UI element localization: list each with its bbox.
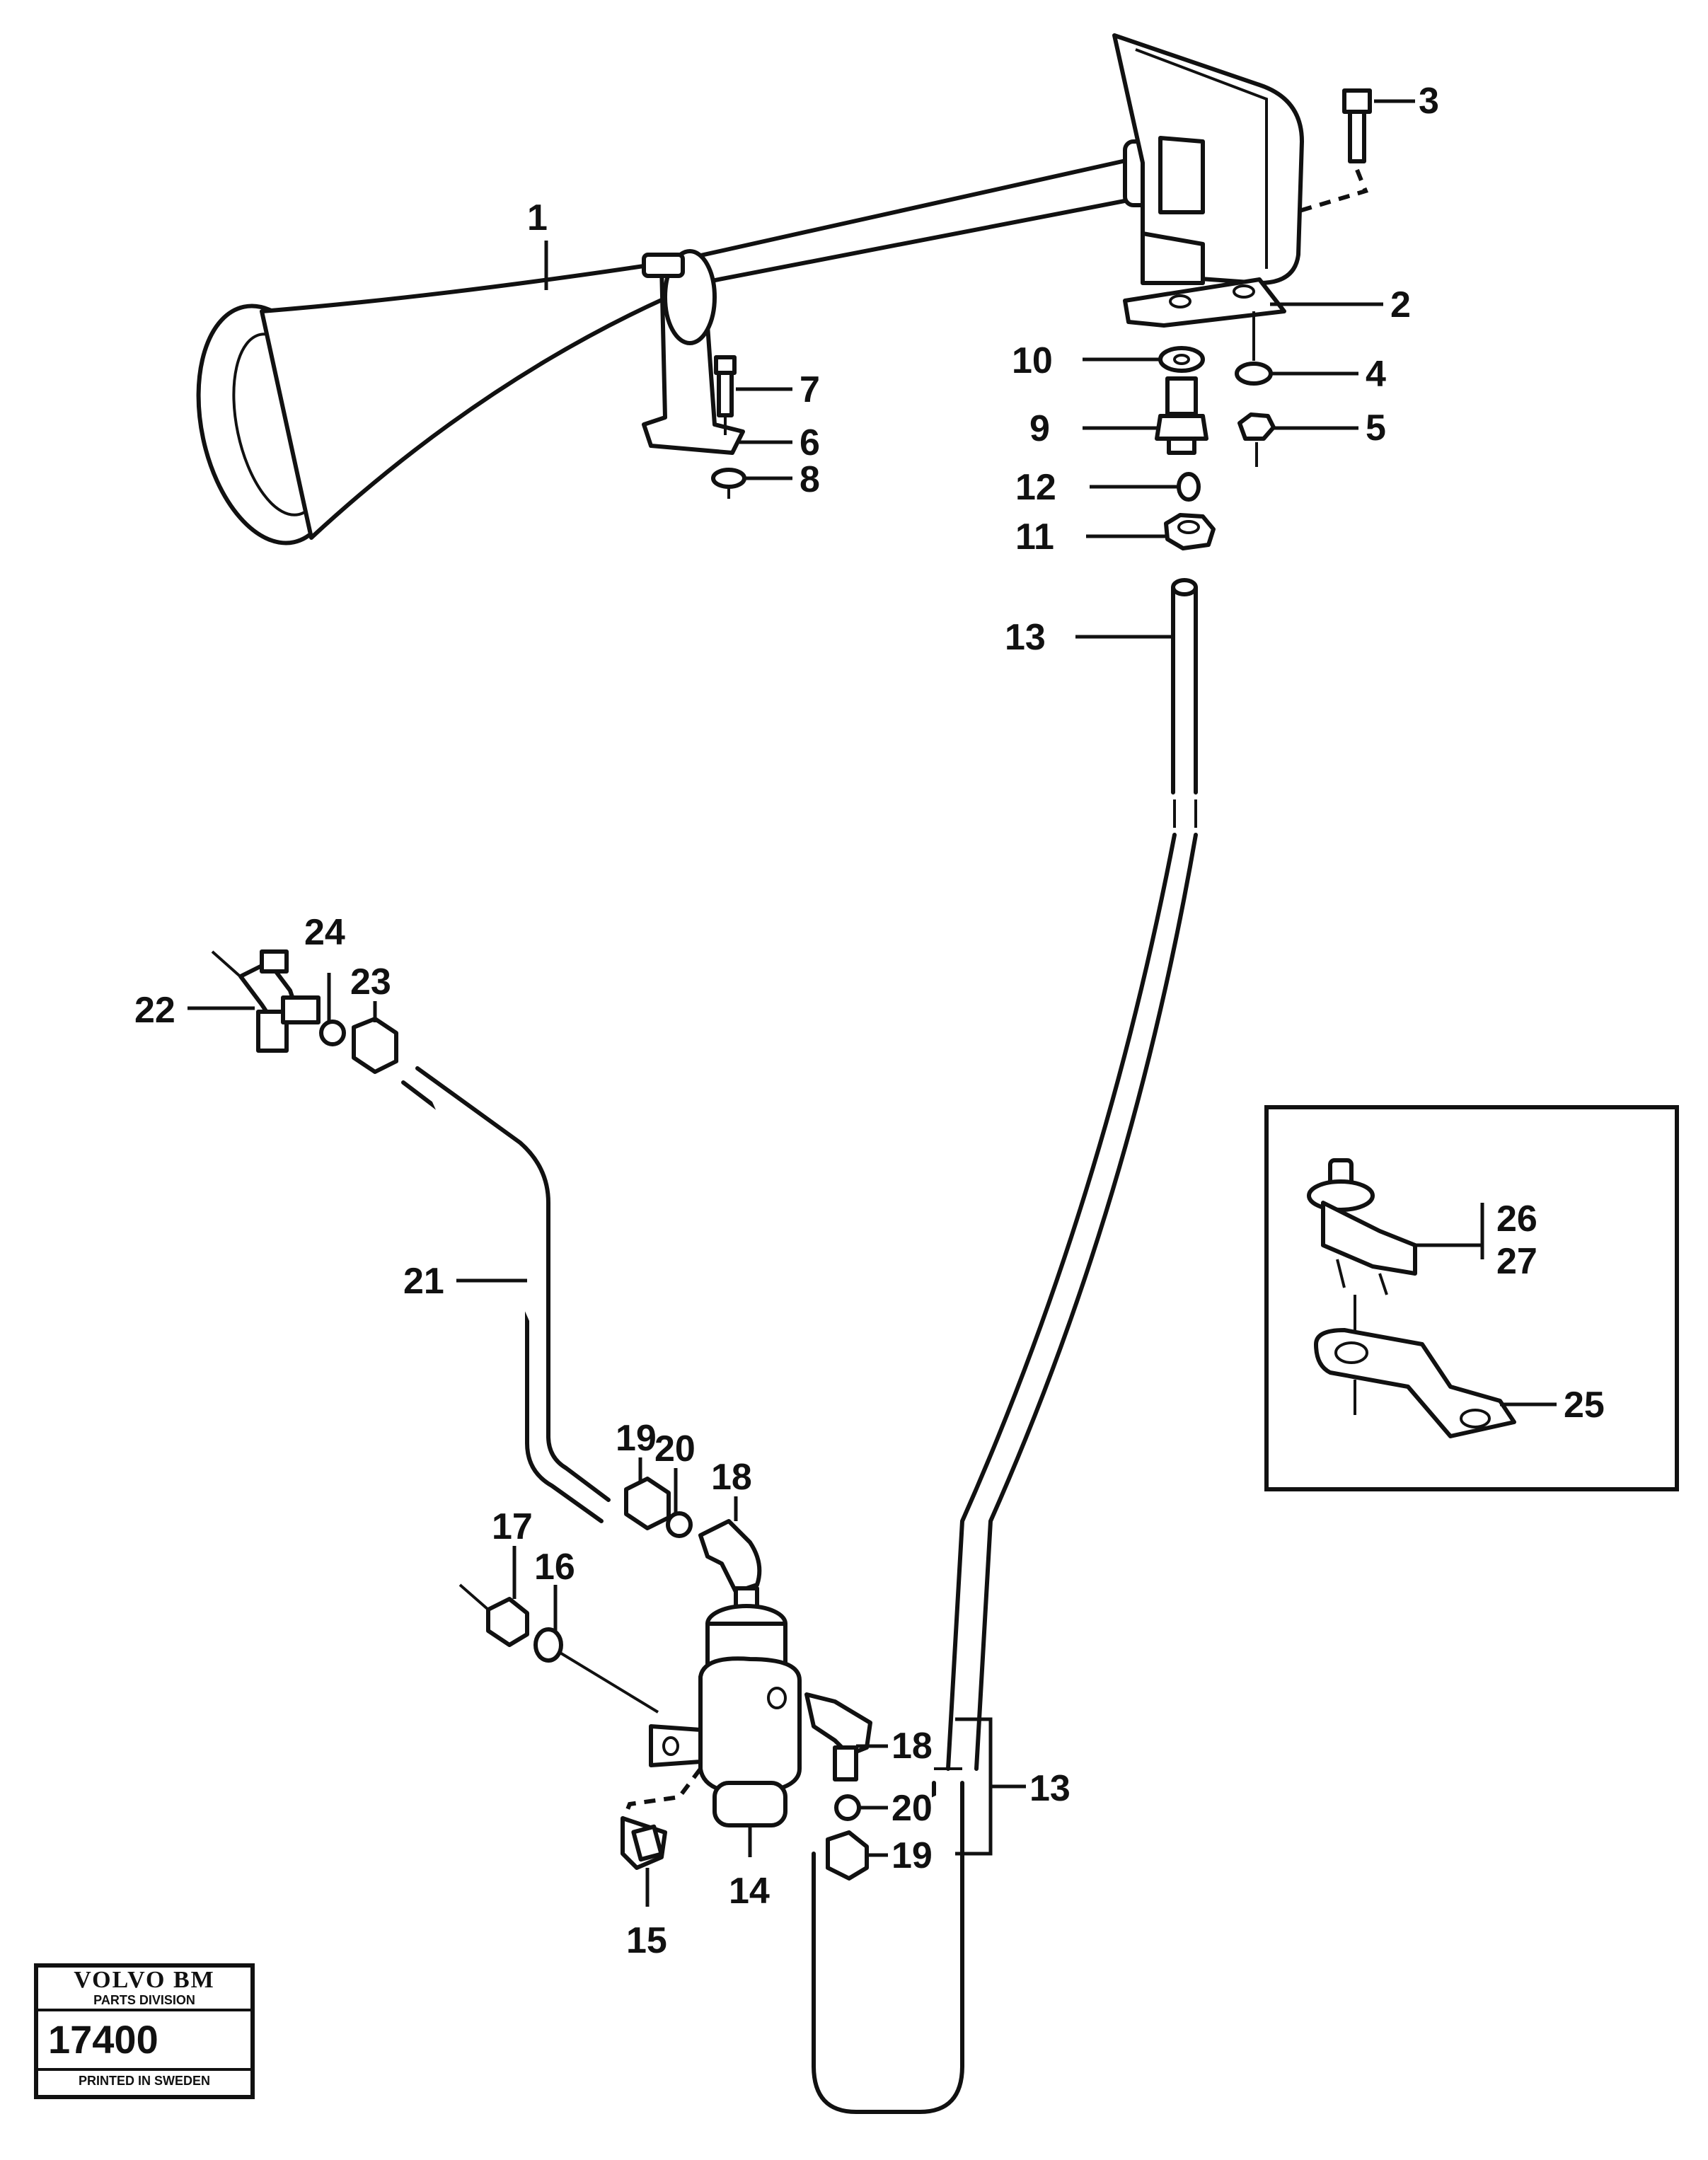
- callout-27: 27: [1496, 1241, 1537, 1282]
- hose-13: [1171, 585, 1198, 795]
- solenoid-valve-14: [698, 1604, 802, 1827]
- callout-19-lower: 19: [891, 1835, 933, 1876]
- olive-20-upper: [666, 1511, 693, 1538]
- washer-10: [1158, 346, 1205, 373]
- callout-1: 1: [527, 197, 548, 238]
- washer-4: [1235, 362, 1273, 386]
- bolt-15: [621, 1816, 667, 1870]
- stamp-printed: PRINTED IN SWEDEN: [78, 2074, 210, 2088]
- callout-18-lower: 18: [891, 1726, 933, 1767]
- callout-23: 23: [350, 961, 391, 1003]
- volvo-bm-stamp: VOLVO BM PARTS DIVISION 17400 PRINTED IN…: [34, 1963, 255, 2099]
- nut-5: [1237, 412, 1276, 441]
- callout-25: 25: [1564, 1385, 1605, 1426]
- callout-labels: 1 2 3 4 5 6 7 8 9 10 11 12 13 13 14 15 1…: [134, 81, 1605, 1961]
- elbow-18-lower: [804, 1692, 872, 1781]
- callout-15: 15: [626, 1920, 667, 1961]
- callout-11: 11: [1015, 516, 1054, 558]
- stamp-division: PARTS DIVISION: [38, 1993, 250, 2011]
- mounting-bracket: [1123, 277, 1286, 328]
- callout-5: 5: [1366, 408, 1386, 449]
- switch-inset-frame: [1264, 1105, 1679, 1491]
- callout-13a: 13: [1005, 617, 1046, 658]
- callout-10: 10: [1012, 340, 1053, 381]
- callout-24: 24: [304, 912, 345, 953]
- fitting-9: [1155, 376, 1208, 455]
- callout-2: 2: [1390, 284, 1411, 325]
- switch-bracket: [1314, 1295, 1516, 1438]
- callout-9: 9: [1029, 408, 1050, 449]
- callout-17: 17: [492, 1506, 533, 1547]
- callout-18-upper: 18: [711, 1457, 752, 1498]
- callout-4: 4: [1366, 354, 1386, 395]
- callout-20-upper: 20: [654, 1428, 696, 1469]
- horn-support: [642, 249, 745, 455]
- callout-21: 21: [403, 1261, 444, 1302]
- callout-8: 8: [800, 459, 820, 500]
- elbow-18-upper: [698, 1519, 762, 1619]
- bolt-7: [714, 355, 737, 435]
- olive-20-lower: [834, 1794, 861, 1821]
- callout-12: 12: [1015, 467, 1056, 508]
- callout-13b: 13: [1029, 1768, 1071, 1809]
- nut-19-upper: [624, 1477, 671, 1530]
- bolt-3: [1294, 88, 1372, 214]
- nut-17: [486, 1597, 529, 1647]
- callout-16: 16: [534, 1547, 575, 1588]
- leader-lines: [187, 99, 1557, 1907]
- callout-20-lower: 20: [891, 1788, 933, 1829]
- callout-6: 6: [800, 422, 820, 463]
- callout-3: 3: [1419, 81, 1439, 122]
- nut-19-lower: [826, 1830, 869, 1881]
- stamp-number: 17400: [38, 2011, 250, 2071]
- nut-23: [352, 1017, 398, 1074]
- nut-11: [1164, 513, 1216, 550]
- tee-fitting-22: [211, 949, 321, 1053]
- callout-14: 14: [729, 1871, 770, 1912]
- washer-8: [711, 468, 746, 489]
- olive-24: [319, 1020, 346, 1046]
- callout-19-upper: 19: [616, 1418, 657, 1459]
- stamp-brand: VOLVO BM: [74, 1967, 215, 1993]
- toggle-switch: [1307, 1158, 1417, 1295]
- air-horn: [196, 139, 1162, 545]
- horn-housing: [1112, 33, 1304, 285]
- washer-16: [533, 1627, 563, 1663]
- olive-12: [1177, 472, 1201, 502]
- callout-22: 22: [134, 990, 175, 1031]
- callout-26: 26: [1496, 1199, 1537, 1240]
- callout-7: 7: [800, 369, 820, 410]
